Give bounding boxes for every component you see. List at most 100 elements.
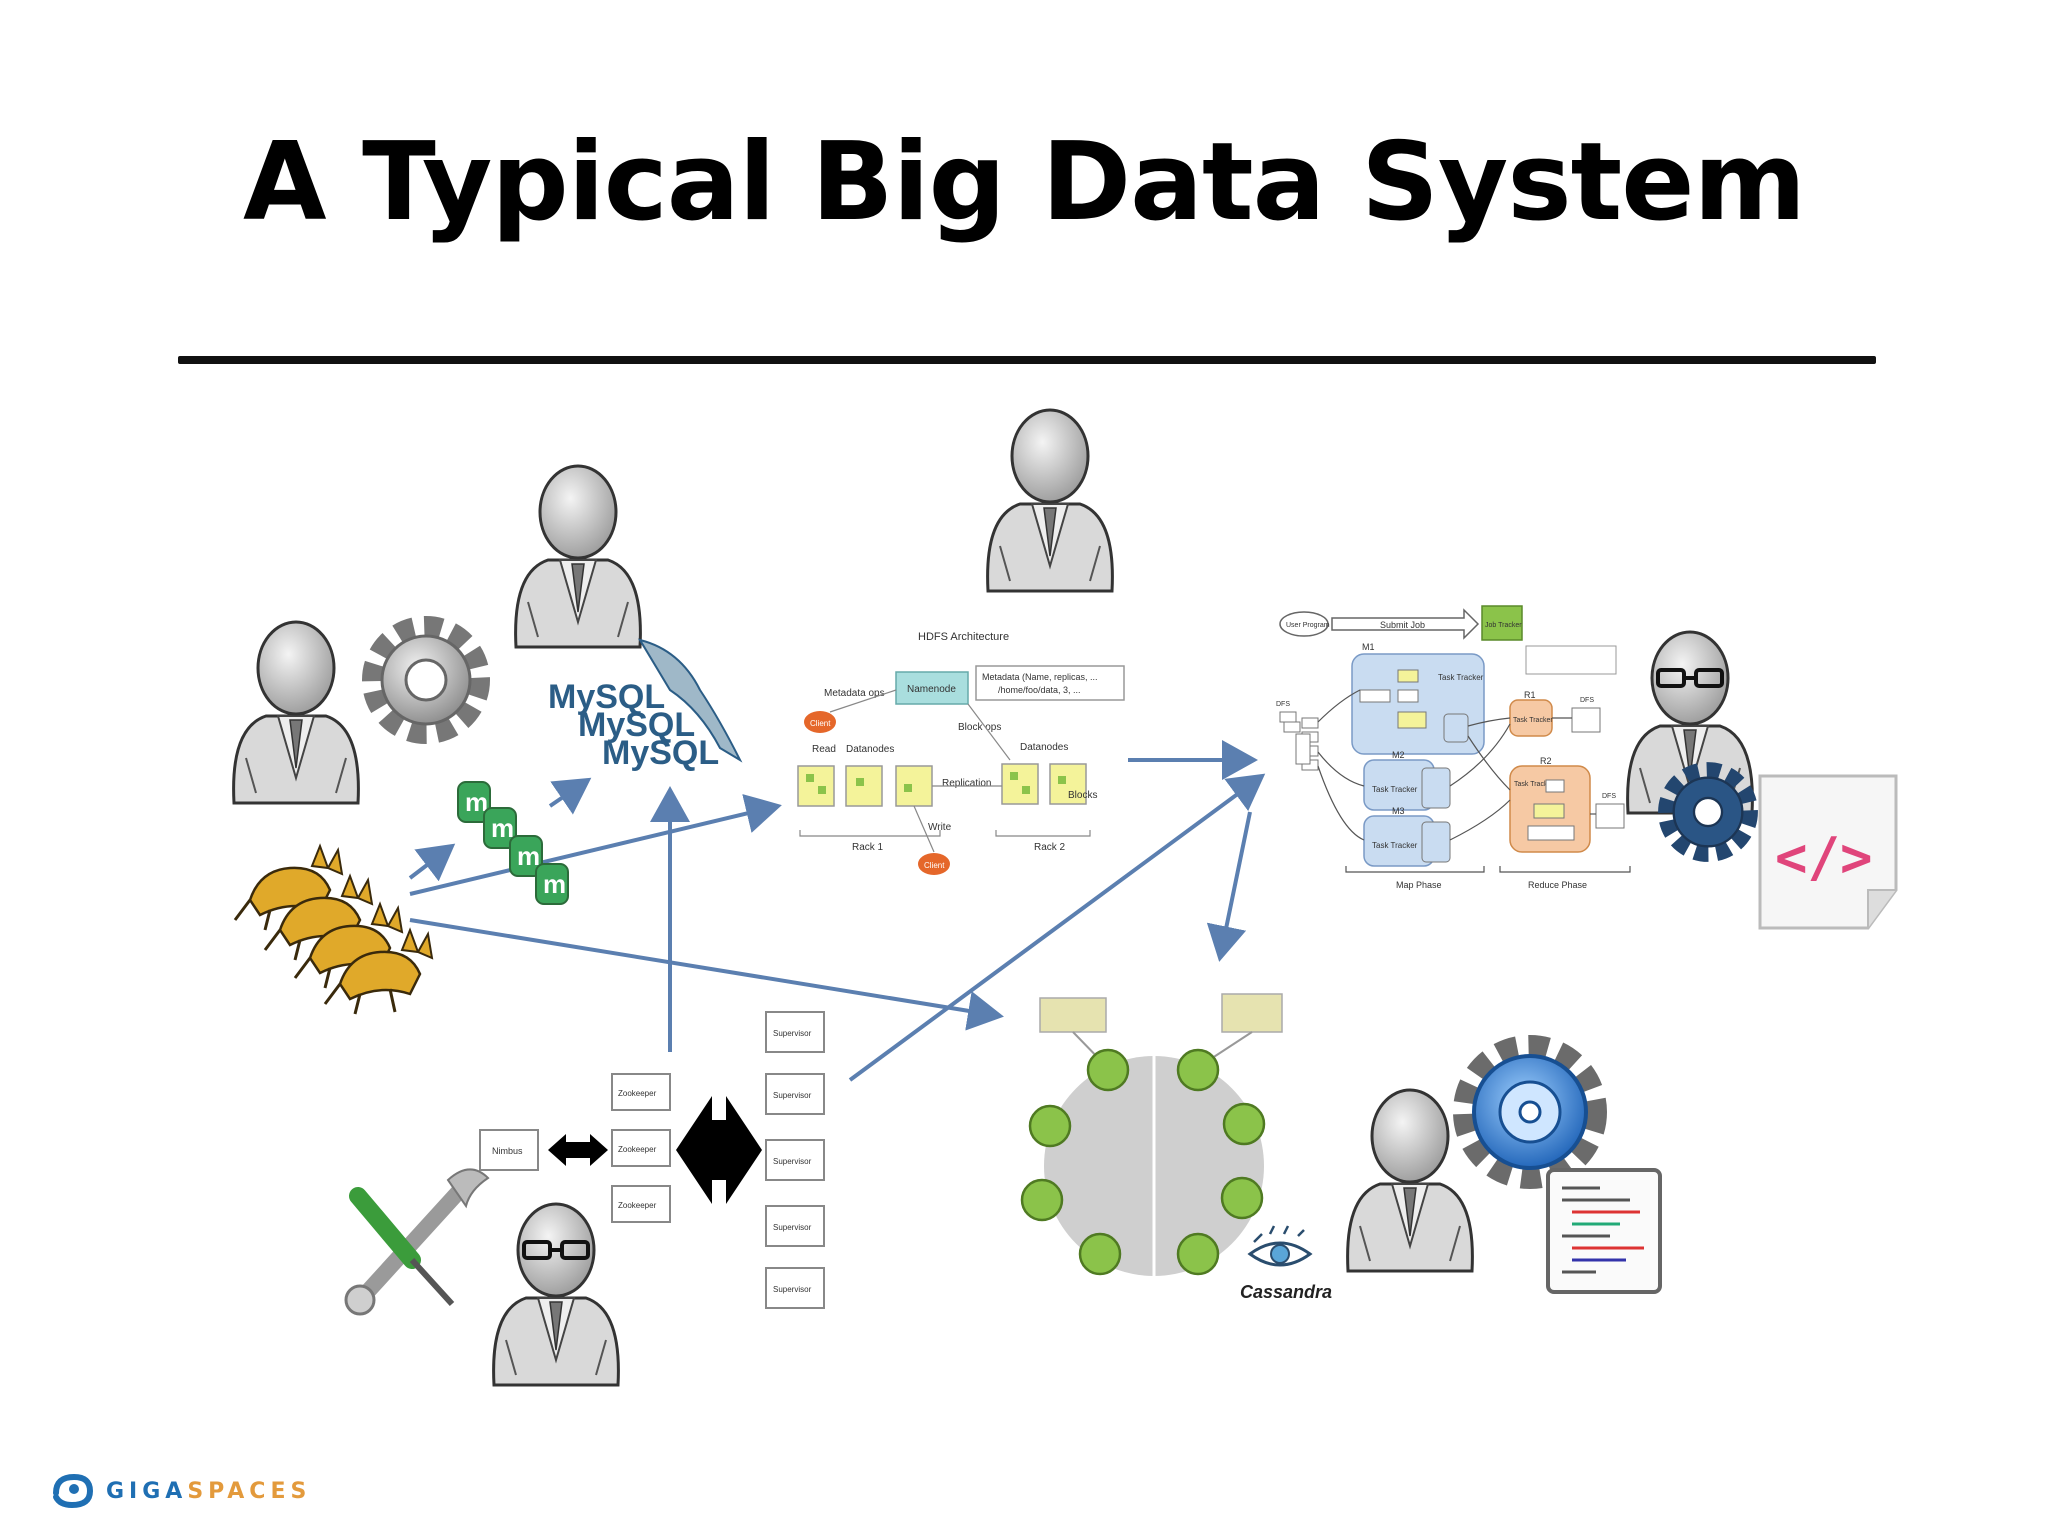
cassandra-note-right: [1221, 993, 1283, 1033]
person-mysql-icon: [514, 464, 642, 649]
supervisor-label: Supervisor: [773, 1285, 812, 1294]
person-left-icon: [232, 620, 360, 805]
cassandra-ring-diagram: Cassandra: [1020, 993, 1332, 1302]
replication-label: Replication: [942, 778, 991, 789]
dfs-label-2: DFS: [1602, 793, 1616, 800]
gigaspaces-swirl-icon: [53, 1473, 94, 1509]
cassandra-node: [1020, 1178, 1064, 1222]
write-label: Write: [928, 822, 952, 833]
person-top-center-icon: [986, 408, 1114, 593]
code-file-icon: </>: [1758, 774, 1898, 930]
r1-label: R1: [1524, 690, 1536, 700]
supervisor-label: Supervisor: [773, 1157, 812, 1166]
datanode-block: [895, 765, 933, 807]
job-tracker-label: Job Tracker: [1485, 622, 1522, 629]
cassandra-eye-icon: [1247, 1225, 1313, 1267]
rack1-label: Rack 1: [852, 842, 884, 853]
block-ops-label: Block ops: [958, 722, 1001, 733]
cassandra-label: Cassandra: [1240, 1282, 1332, 1302]
cassandra-node: [1222, 1102, 1266, 1146]
task-tracker-label-4: Task Tracker: [1513, 717, 1553, 724]
supervisor-label: Supervisor: [773, 1223, 812, 1232]
task-tracker-label-3: Task Tracker: [1372, 841, 1418, 850]
zookeeper-label: Zookeeper: [618, 1089, 657, 1098]
datanode-block: [1049, 763, 1087, 805]
supervisor-label: Supervisor: [773, 1091, 812, 1100]
cassandra-node: [1176, 1232, 1220, 1276]
code-window-icon: [1546, 1168, 1662, 1294]
metadata-ops-label: Metadata ops: [824, 688, 885, 699]
submit-job-label: Submit Job: [1380, 620, 1425, 630]
m2-label: M2: [1392, 750, 1405, 760]
cassandra-note-left: [1039, 997, 1107, 1033]
mysql-logo-icon: MySQL MySQL MySQL: [548, 638, 743, 772]
rack2-label: Rack 2: [1034, 842, 1066, 853]
tools-icon: [344, 1168, 490, 1316]
supervisor-label: Supervisor: [773, 1029, 812, 1038]
slide-title: A Typical Big Data System: [242, 120, 1806, 245]
gigaspaces-logo: GIGASPACES: [50, 1468, 311, 1514]
gear-icon: [374, 628, 478, 732]
datanodes-left-label: Datanodes: [846, 744, 894, 755]
supervisor-box: [765, 1267, 825, 1309]
dfs-label-3: DFS: [1276, 701, 1290, 708]
double-arrow-large: [676, 1096, 762, 1204]
job-tracker-box: [1481, 605, 1523, 641]
cassandra-node: [1220, 1176, 1264, 1220]
supervisor-box: [765, 1011, 825, 1053]
task-tracker-label-5: Task Tracker: [1514, 781, 1554, 788]
datanode-block: [1001, 763, 1039, 805]
read-label: Read: [812, 744, 836, 755]
metadata-label: Metadata (Name, replicas, ...: [982, 672, 1098, 682]
dfs-label-1: DFS: [1580, 697, 1594, 704]
namenode-box: [895, 671, 969, 705]
supervisor-box: [765, 1139, 825, 1181]
hdfs-architecture-diagram: HDFS Architecture Namenode Metadata (Nam…: [797, 631, 1125, 875]
submit-job-arrow: [1331, 608, 1480, 640]
cassandra-node: [1078, 1232, 1122, 1276]
cassandra-node: [1028, 1104, 1072, 1148]
metadata-label-2: /home/foo/data, 3, ...: [998, 685, 1081, 695]
brand-giga: GIGA: [106, 1478, 188, 1504]
mapreduce-diagram: User Program Submit Job Job Tracker M1 T…: [1276, 605, 1631, 890]
brand-spaces: SPACES: [187, 1478, 312, 1504]
nimbus-box: [479, 1129, 539, 1171]
green-elephant-icons: [457, 781, 569, 905]
hdfs-client-read: [804, 711, 836, 733]
user-program-node: [1279, 611, 1329, 637]
title-underline: [178, 356, 1876, 364]
cassandra-node: [1176, 1048, 1220, 1092]
datanode-block: [797, 765, 835, 807]
client-label-2: Client: [924, 861, 945, 870]
client-label-1: Client: [810, 719, 831, 728]
zookeeper-label: Zookeeper: [618, 1201, 657, 1210]
reduce-phase-label: Reduce Phase: [1528, 880, 1587, 890]
datanodes-right-label: Datanodes: [1020, 742, 1068, 753]
blue-gear-icon: [1658, 762, 1758, 862]
mysql-text-1: MySQL: [548, 678, 665, 716]
tomcat-cats-icon: [233, 844, 434, 1016]
hdfs-client-write: [918, 853, 950, 875]
zookeeper-label: Zookeeper: [618, 1145, 657, 1154]
mysql-text-3: MySQL: [602, 734, 719, 772]
disc-gear-icon: [1453, 1035, 1607, 1189]
zookeeper-box: [611, 1185, 671, 1223]
person-tools-icon: [494, 1204, 619, 1385]
supervisor-box: [765, 1205, 825, 1247]
task-tracker-label-2: Task Tracker: [1372, 785, 1418, 794]
r2-label: R2: [1540, 756, 1552, 766]
zookeeper-box: [611, 1129, 671, 1167]
user-program-label: User Program: [1286, 622, 1330, 629]
namenode-label: Namenode: [907, 684, 956, 695]
nimbus-label: Nimbus: [492, 1146, 523, 1156]
hdfs-title: HDFS Architecture: [918, 631, 1009, 643]
job-note-box: [1525, 645, 1617, 675]
double-arrow-small: [548, 1134, 608, 1166]
supervisor-box: [765, 1073, 825, 1115]
storm-cluster-diagram: Nimbus Zookeeper Zookeeper Zookeeper Sup…: [479, 1011, 825, 1309]
m3-label: M3: [1392, 806, 1405, 816]
flow-arrows: [408, 740, 1266, 1082]
metadata-box: [975, 665, 1125, 701]
mysql-text-2: MySQL: [578, 706, 695, 744]
